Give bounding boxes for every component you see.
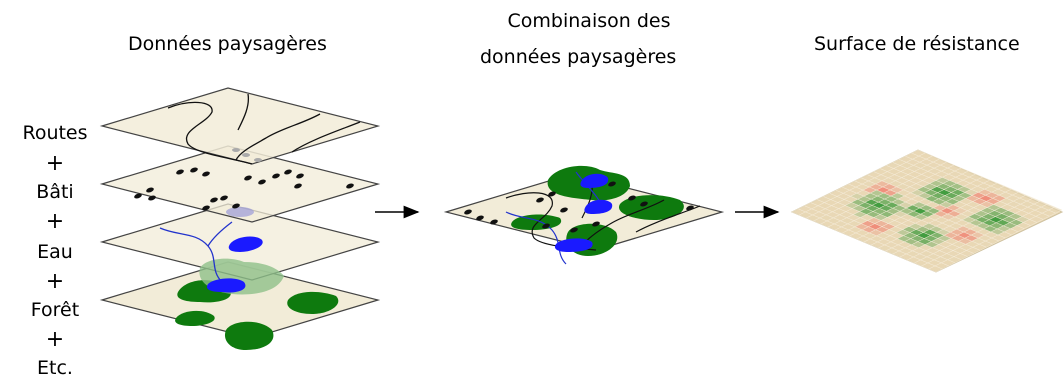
forest-layer (99, 261, 381, 350)
resistance-surface (790, 149, 1064, 273)
plus-sign: + (45, 151, 65, 176)
road (235, 113, 321, 161)
building (284, 169, 292, 175)
water-body (554, 238, 593, 252)
building (232, 203, 240, 209)
building (548, 191, 556, 197)
building (640, 201, 648, 207)
building (490, 219, 498, 225)
building (560, 207, 568, 213)
label-eau: Eau (37, 241, 73, 263)
building (146, 187, 154, 193)
building (464, 209, 472, 215)
building (176, 169, 184, 175)
building (628, 195, 636, 201)
building (346, 183, 354, 189)
building (220, 195, 228, 201)
building (536, 197, 544, 203)
building (202, 205, 210, 211)
water-body (206, 278, 246, 293)
building (592, 221, 600, 227)
building-layer (99, 145, 381, 223)
forest-patch (618, 195, 684, 220)
road (167, 101, 253, 165)
building (608, 181, 616, 187)
building (476, 215, 484, 221)
plus-sign: + (45, 327, 65, 352)
forest-patch (287, 291, 339, 314)
plus-sign: + (45, 269, 65, 294)
title-combination-line1: Combinaison des (507, 10, 671, 32)
water-body (580, 173, 609, 188)
road-layer (99, 87, 381, 165)
building (570, 227, 578, 233)
road (635, 205, 701, 233)
forest-patch (224, 321, 274, 350)
label-routes: Routes (22, 122, 88, 144)
water-body (584, 199, 613, 214)
building (244, 175, 252, 181)
building (202, 171, 210, 177)
building (294, 183, 302, 189)
forest-patch (175, 310, 215, 326)
title-landscape-data: Données paysagères (128, 33, 327, 55)
building (272, 173, 280, 179)
water-body (228, 236, 263, 252)
building (210, 197, 218, 203)
building (296, 173, 304, 179)
resistance-cell (1048, 206, 1063, 214)
road (237, 93, 250, 131)
water-layer (99, 203, 381, 295)
label-etc: Etc. (37, 357, 73, 379)
title-resistance-surface: Surface de résistance (814, 33, 1020, 55)
river (505, 211, 567, 265)
building (190, 167, 198, 173)
label-bati: Bâti (36, 181, 74, 203)
building (686, 205, 694, 211)
building (542, 223, 550, 229)
label-foret: Forêt (30, 299, 80, 321)
road (291, 121, 361, 153)
plus-sign: + (45, 209, 65, 234)
combined-map (443, 165, 725, 265)
building (148, 195, 156, 201)
building (134, 193, 142, 199)
title-combination-line2: données paysagères (480, 46, 677, 68)
building (258, 179, 266, 185)
river (207, 221, 233, 247)
